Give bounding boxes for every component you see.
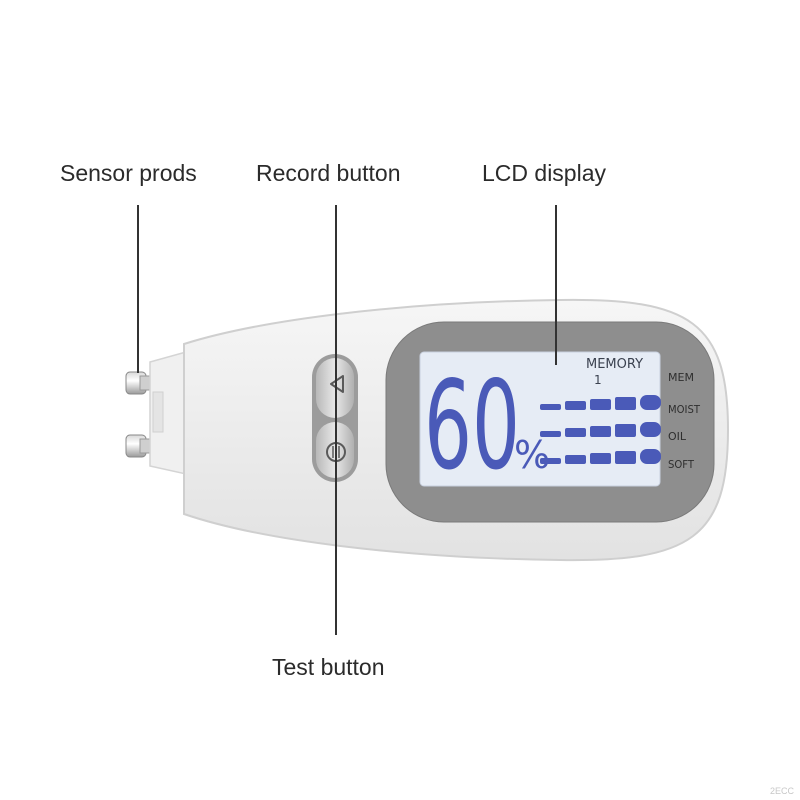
sensor-prods-leader-line (137, 205, 139, 373)
lcd-reading: 60 (424, 355, 520, 497)
lcd-display-leader-line (555, 205, 557, 365)
lcd-memory-label: MEMORY (586, 357, 643, 372)
lcd-level-bars (540, 395, 661, 464)
record-button-leader-line (335, 205, 337, 635)
mode-label-oil: OIL (668, 430, 687, 443)
segment-bar-moist-1 (540, 404, 561, 410)
lcd-display-label: LCD display (482, 160, 606, 186)
lcd-percent-unit: % (514, 433, 550, 477)
mode-label-soft: SOFT (668, 458, 694, 471)
segment-bar-soft-2 (565, 455, 586, 464)
segment-bar-soft-1 (540, 458, 561, 464)
lcd-memory-slot: 1 (594, 373, 602, 387)
triangle-left-icon (330, 375, 344, 393)
watermark: 2ECC (769, 786, 794, 796)
segment-bar-soft-4 (615, 451, 636, 464)
segment-bar-oil-3 (590, 426, 611, 437)
segment-bar-soft-3 (590, 453, 611, 464)
record-button-label: Record button (256, 160, 401, 186)
segment-bar-moist-4 (615, 397, 636, 410)
test-button-label: Test button (272, 654, 385, 680)
record-button[interactable] (330, 375, 344, 393)
segment-bar-oil-5 (640, 422, 661, 437)
segment-bar-oil-4 (615, 424, 636, 437)
segment-bar-oil-2 (565, 428, 586, 437)
segment-bar-soft-5 (640, 449, 661, 464)
segment-bar-oil-1 (540, 431, 561, 437)
segment-bar-moist-3 (590, 399, 611, 410)
mode-label-mem: MEM (668, 371, 694, 384)
sensor-prods-label: Sensor prods (60, 160, 197, 186)
mode-label-moist: MOIST (668, 403, 700, 416)
segment-bar-moist-5 (640, 395, 661, 410)
segment-bar-moist-2 (565, 401, 586, 410)
lcd-screen (420, 352, 660, 486)
